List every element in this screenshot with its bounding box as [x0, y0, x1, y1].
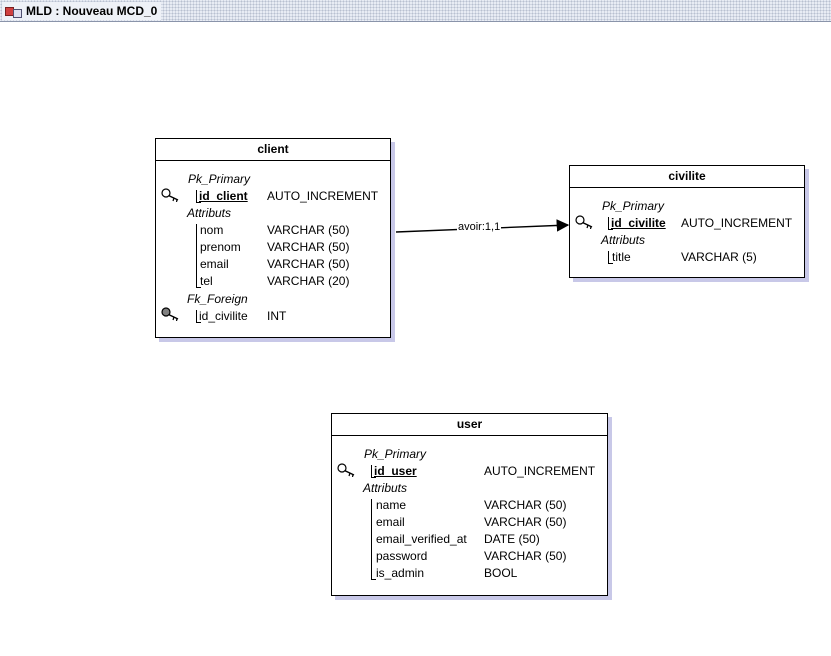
- pk-bracket: [196, 190, 201, 203]
- foreign-key-icon: [161, 307, 179, 321]
- attribute-name: tel: [200, 274, 213, 288]
- attribute-name: is_admin: [376, 566, 425, 580]
- attribute-type: BOOL: [484, 566, 518, 580]
- relation-label[interactable]: avoir:1,1: [457, 221, 502, 233]
- attribute-type: VARCHAR (50): [267, 240, 350, 254]
- entity-title: civilite: [570, 166, 804, 188]
- fk-group-label: Fk_Foreign: [187, 292, 248, 306]
- attribute-name: email: [376, 515, 405, 529]
- attribute-name: nom: [200, 223, 224, 237]
- pk-group-label: Pk_Primary: [188, 172, 251, 186]
- primary-key-icon: [575, 215, 593, 229]
- mld-app-icon: [4, 4, 22, 18]
- attribute-type: VARCHAR (50): [484, 515, 567, 529]
- pk-field-type: AUTO_INCREMENT: [267, 189, 379, 203]
- attribute-type: VARCHAR (50): [484, 549, 567, 563]
- attributes-bracket: [196, 224, 201, 288]
- attribute-type: VARCHAR (50): [267, 223, 350, 237]
- attribute-type: VARCHAR (5): [681, 250, 757, 264]
- pk-field-type: AUTO_INCREMENT: [681, 216, 793, 230]
- entity-user[interactable]: user Pk_Primary id_user AUTO_INCREMENT A…: [331, 413, 608, 596]
- attribute-type: DATE (50): [484, 532, 540, 546]
- fk-bracket: [196, 310, 201, 323]
- entity-civilite[interactable]: civilite Pk_Primary id_civilite AUTO_INC…: [569, 165, 805, 278]
- attributes-group-label: Attributs: [363, 481, 408, 495]
- pk-bracket: [608, 217, 613, 230]
- window-title: MLD : Nouveau MCD_0: [26, 4, 158, 18]
- pk-field-name: id_user: [374, 464, 417, 478]
- pk-bracket: [371, 465, 376, 478]
- pk-field-name: id_civilite: [611, 216, 666, 230]
- diagram-canvas[interactable]: avoir:1,1 client Pk_Primary id_client AU…: [0, 23, 831, 656]
- pk-group-label: Pk_Primary: [364, 447, 427, 461]
- attribute-name: email_verified_at: [376, 532, 467, 546]
- window-tab[interactable]: MLD : Nouveau MCD_0: [2, 2, 162, 20]
- primary-key-icon: [337, 463, 355, 477]
- attributes-bracket: [608, 251, 613, 264]
- attribute-type: VARCHAR (50): [484, 498, 567, 512]
- fk-field-name: id_civilite: [199, 309, 248, 323]
- attribute-name: name: [376, 498, 407, 512]
- pk-field-type: AUTO_INCREMENT: [484, 464, 596, 478]
- attribute-name: password: [376, 549, 428, 563]
- attribute-name: prenom: [200, 240, 241, 254]
- attribute-name: title: [612, 250, 631, 264]
- primary-key-icon: [161, 188, 179, 202]
- attribute-type: VARCHAR (50): [267, 257, 350, 271]
- entity-title: client: [156, 139, 390, 161]
- window-titlebar: MLD : Nouveau MCD_0: [0, 0, 831, 22]
- attributes-group-label: Attributs: [601, 233, 646, 247]
- fk-field-type: INT: [267, 309, 287, 323]
- attribute-name: email: [200, 257, 229, 271]
- pk-field-name: id_client: [199, 189, 248, 203]
- entity-client[interactable]: client Pk_Primary id_client AUTO_INCREME…: [155, 138, 391, 338]
- attributes-group-label: Attributs: [187, 206, 232, 220]
- entity-title: user: [332, 414, 607, 436]
- pk-group-label: Pk_Primary: [602, 199, 665, 213]
- attribute-type: VARCHAR (20): [267, 274, 350, 288]
- attributes-bracket: [371, 499, 376, 580]
